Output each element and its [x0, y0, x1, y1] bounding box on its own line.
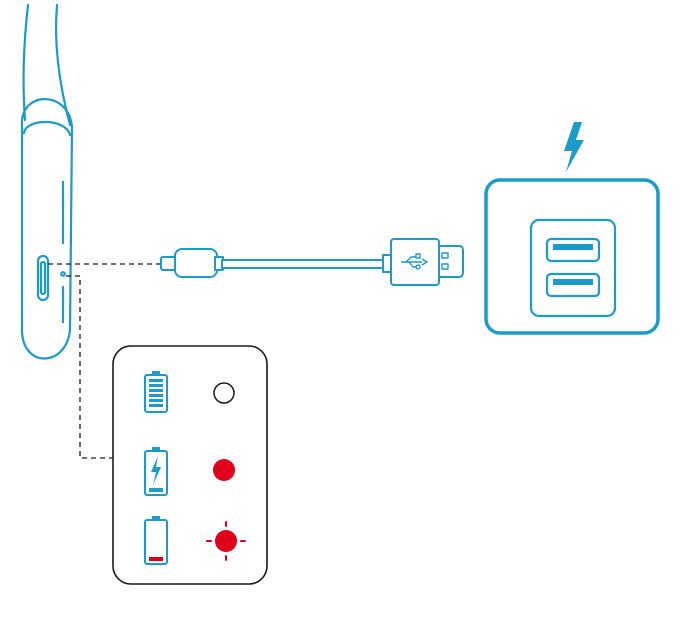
usb-type-c-cable-icon — [161, 239, 463, 285]
lightning-bolt-icon — [564, 122, 584, 172]
usb-wall-charger-icon — [486, 180, 658, 333]
led-solid-red-icon — [213, 459, 235, 481]
led-to-legend-dashed-line — [66, 276, 113, 458]
neckband-headphone-icon — [22, 5, 72, 359]
led-off-icon — [214, 383, 234, 403]
led-status-legend — [113, 346, 267, 584]
